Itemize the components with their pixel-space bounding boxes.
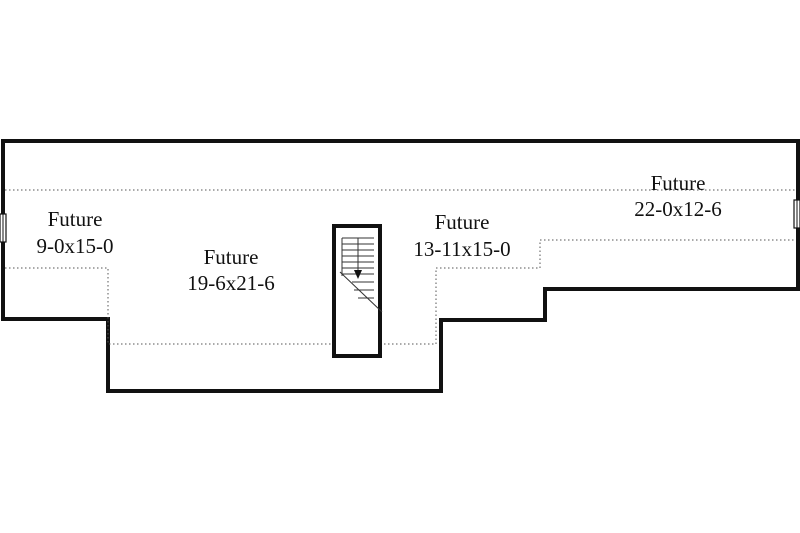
stairwell (332, 224, 383, 358)
knee-wall-lines (5, 189, 796, 345)
room-name: Future (651, 171, 706, 195)
room-label-center-left: Future 19-6x21-6 (187, 245, 275, 295)
stair-direction-arrow-icon (354, 270, 362, 279)
room-dimensions: 13-11x15-0 (413, 237, 510, 261)
room-label-center-right: Future 13-11x15-0 (413, 210, 510, 261)
room-name: Future (48, 207, 103, 231)
exterior-wall (1, 139, 800, 393)
room-dimensions: 22-0x12-6 (634, 197, 722, 221)
room-dimensions: 19-6x21-6 (187, 271, 275, 295)
room-name: Future (435, 210, 490, 234)
room-label-right-wing: Future 22-0x12-6 (634, 171, 722, 221)
room-dimensions: 9-0x15-0 (37, 234, 114, 258)
room-name: Future (204, 245, 259, 269)
room-label-left-wing: Future 9-0x15-0 (37, 207, 114, 258)
